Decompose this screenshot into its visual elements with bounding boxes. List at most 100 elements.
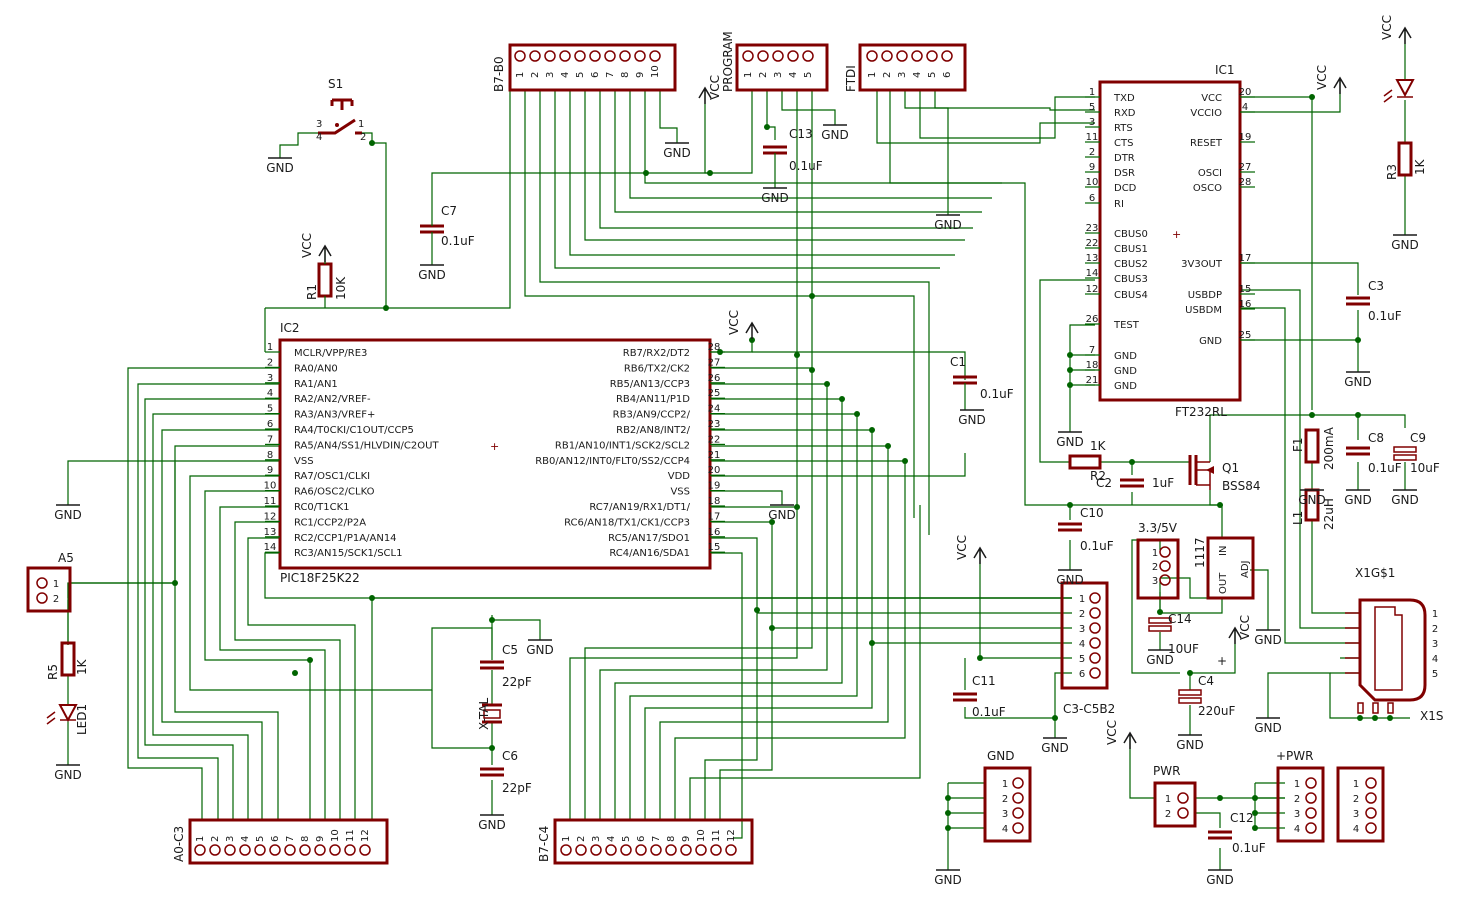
ic1-pin-number: 4 [1242, 102, 1248, 113]
pin-pad [239, 844, 251, 856]
ic2-microcontroller[interactable]: IC2 PIC18F25K22 + 1MCLR/VPP/RE32RA0/AN03… [264, 321, 725, 585]
capacitor-c8[interactable]: C80.1uF [1346, 431, 1402, 475]
ground-label: GND [1344, 493, 1372, 507]
ic1-pin-number: 25 [1239, 330, 1252, 341]
jumper-3v3-5v[interactable]: 123 3.3/5V [1136, 521, 1180, 600]
resistor-r2[interactable]: 1K R2 [1068, 439, 1107, 483]
pin-pad [605, 844, 617, 856]
pin-pad [634, 50, 646, 62]
resistor-r5[interactable]: R5 1K [46, 641, 89, 680]
pin-number: 9 [681, 836, 692, 842]
ic1-pin-number: 13 [1086, 253, 1099, 264]
usb-pin-number: 5 [1432, 669, 1438, 680]
c14-name: C14 [1168, 612, 1192, 626]
pin-number: 1 [743, 72, 754, 78]
header-a5-label: A5 [58, 551, 74, 565]
switch-s1[interactable]: S1 3 4 1 2 [316, 77, 366, 143]
pin-pad [619, 50, 631, 62]
ic1-pin-number: 10 [1086, 177, 1099, 188]
ic2-pin-number: 7 [267, 434, 273, 445]
header-a5[interactable]: 12 A5 [26, 551, 74, 613]
r1-name: R1 [305, 284, 319, 300]
ic2-pin-label: RC1/CCP2/P2A [294, 517, 366, 528]
pin-number: 1 [561, 836, 572, 842]
ic1-usb-uart[interactable]: IC1 FT232RL + 1TXD5RXD3RTS11CTS2DTR9DSR1… [1085, 63, 1255, 419]
pin-pad [1305, 777, 1317, 789]
led-led1[interactable]: LED1 [46, 704, 89, 735]
svg-text:+: + [1172, 228, 1181, 241]
pin-number: 1 [195, 836, 206, 842]
vcc-arrow-icon [745, 321, 759, 339]
pin-number: 4 [788, 72, 799, 78]
regulator-1117[interactable]: 1117 IN OUT ADJ [1193, 536, 1255, 600]
header-pwr-pins: 12 [1165, 792, 1189, 820]
ic2-pin-label: RA3/AN3/VREF+ [294, 410, 375, 421]
pin-number: 1 [867, 72, 878, 78]
crystal-xtal[interactable]: X-TAL [477, 698, 502, 730]
ic1-pin-label: CBUS3 [1114, 274, 1148, 285]
capacitor-c1[interactable]: C10.1uF [950, 355, 1014, 410]
capacitor-c7[interactable]: C70.1uF [420, 204, 475, 250]
ground-label: GND [1298, 493, 1326, 507]
ic1-pin-label: RI [1114, 199, 1124, 210]
ic1-pin-number: 2 [1089, 147, 1095, 158]
pin-number: 5 [1079, 654, 1085, 665]
pin-pad [254, 844, 266, 856]
inductor-l1[interactable]: L1 22uH [1291, 488, 1336, 530]
led1-label: LED1 [75, 704, 89, 735]
r2-value: 1K [1090, 439, 1107, 453]
usb-label: X1G$1 [1355, 566, 1395, 580]
header-gnd-label: GND [987, 749, 1015, 763]
c2-name: C2 [1096, 476, 1112, 490]
resistor-r3[interactable]: R3 1K [1385, 141, 1427, 180]
ic2-pin-number: 22 [708, 434, 721, 445]
pin-pad [757, 50, 769, 62]
ic1-pin-label: CBUS1 [1114, 244, 1148, 255]
ic1-pin-number: 1 [1089, 87, 1095, 98]
pin-pad [1089, 637, 1101, 649]
ground-label: GND [934, 218, 962, 232]
pin-pad [1365, 777, 1377, 789]
ic1-pin-number: 7 [1089, 345, 1095, 356]
vcc-label: VCC [727, 310, 741, 335]
ic2-pin-number: 11 [264, 496, 277, 507]
led-power[interactable] [1383, 79, 1415, 103]
c1-value: 0.1uF [980, 387, 1014, 401]
header-pwr[interactable]: 12 PWR [1153, 764, 1197, 828]
ic2-pin-label: RB4/AN11/P1D [616, 394, 690, 405]
ground-label: GND [526, 643, 554, 657]
pin-number: 4 [240, 836, 251, 842]
ic2-pin-number: 4 [267, 388, 273, 399]
capacitor-c3[interactable]: C30.1uF [1346, 279, 1402, 323]
ic2-pin-number: 8 [267, 450, 273, 461]
pin-pad [209, 844, 221, 856]
pin-number: 1 [1002, 779, 1008, 790]
ic2-pin-number: 16 [708, 527, 721, 538]
transistor-q1[interactable]: Q1 BSS84 [1188, 455, 1261, 493]
vcc-label: VCC [1380, 15, 1394, 40]
pin-number: 9 [635, 72, 646, 78]
fuse-f1[interactable]: F1 200mA [1291, 426, 1336, 470]
c10-name: C10 [1080, 506, 1104, 520]
